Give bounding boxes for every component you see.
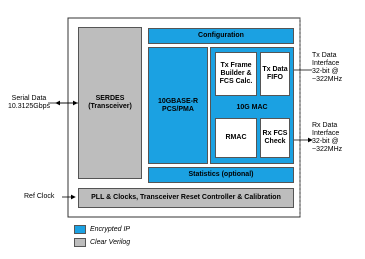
pll-block: PLL & Clocks, Transceiver Reset Controll…	[78, 188, 294, 208]
legend-encrypted-swatch	[74, 225, 86, 234]
pcs-pma-block: 10GBASE-R PCS/PMA	[148, 47, 208, 164]
tx-interface-label: Tx Data Interface 32-bit @ ~322MHz	[312, 52, 343, 83]
serdes-block: SERDES (Transceiver)	[78, 27, 142, 179]
serdes-label: SERDES (Transceiver)	[88, 95, 132, 110]
tx-frame-builder-label: Tx Frame Builder & FCS Calc.	[219, 62, 253, 85]
legend-clear-label: Clear Verilog	[90, 239, 131, 246]
rmac-block: RMAC	[215, 118, 257, 158]
rmac-label: RMAC	[225, 134, 247, 141]
ref-clock-label: Ref Clock	[24, 193, 55, 200]
mac-block: Tx Frame Builder & FCS Calc. Tx Data FIF…	[210, 47, 294, 164]
configuration-block: Configuration	[148, 28, 294, 44]
rx-fcs-check-label: Rx FCS Check	[262, 130, 288, 145]
mac-label: 10G MAC	[236, 104, 268, 111]
tx-fifo-label: Tx Data FIFO	[262, 66, 288, 81]
configuration-label: Configuration	[198, 32, 244, 39]
pcs-pma-label: 10GBASE-R PCS/PMA	[157, 97, 199, 113]
statistics-label: Statistics (optional)	[188, 171, 254, 178]
legend: Encrypted IP Clear Verilog	[70, 223, 190, 253]
legend-encrypted-label: Encrypted IP	[90, 226, 131, 233]
pll-label: PLL & Clocks, Transceiver Reset Controll…	[91, 194, 281, 201]
tx-fifo-block: Tx Data FIFO	[260, 52, 290, 96]
legend-clear-swatch	[74, 238, 86, 247]
rx-interface-label: Rx Data Interface 32-bit @ ~322MHz	[312, 122, 343, 153]
serial-data-label: Serial Data 10.3125Gbps	[7, 95, 51, 110]
tx-frame-builder-block: Tx Frame Builder & FCS Calc.	[215, 52, 257, 96]
rx-fcs-check-block: Rx FCS Check	[260, 118, 290, 158]
statistics-block: Statistics (optional)	[148, 167, 294, 183]
